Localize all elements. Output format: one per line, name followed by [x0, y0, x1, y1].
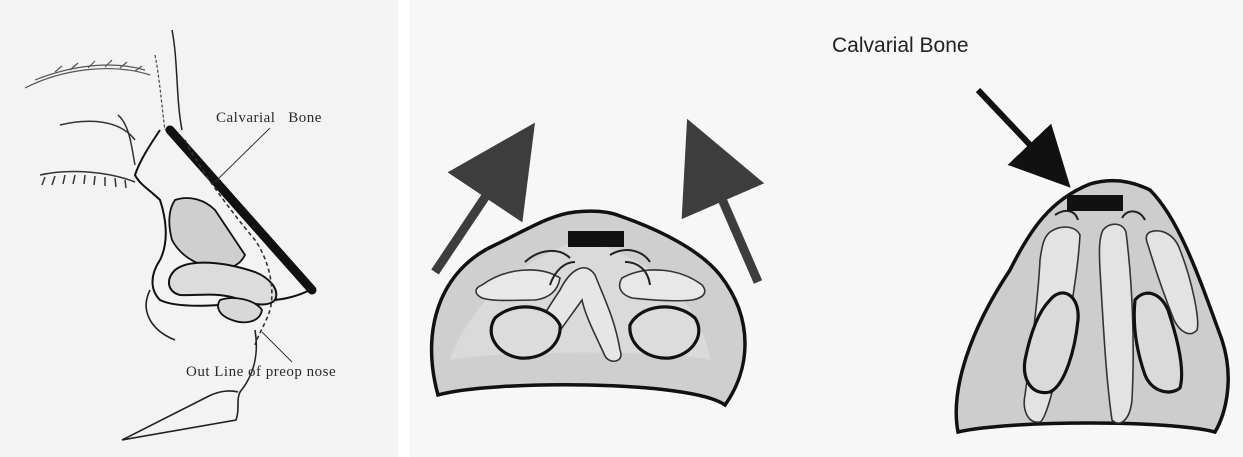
- preop-nose-base: [432, 211, 745, 405]
- postop-nose-base: [956, 181, 1228, 432]
- upper-lateral-cartilage: [169, 198, 245, 268]
- graft-pointer-arrow: [978, 90, 1050, 166]
- leader-line-bone: [215, 128, 270, 182]
- postop-calvarial-graft: [1067, 195, 1123, 211]
- basal-view-panel: Calvarial Bone: [410, 0, 1243, 457]
- lateral-view-panel: Calvarial Bone Out Line of preop nose: [0, 0, 398, 457]
- basal-view-illustration: Calvarial Bone: [410, 0, 1243, 457]
- forehead-profile: [172, 30, 182, 130]
- right-expansion-arrow: [705, 160, 758, 282]
- eye-sketch: [40, 115, 135, 188]
- preop-calvarial-graft: [568, 231, 624, 247]
- preop-left-nostril: [491, 307, 560, 358]
- alar-cartilage: [169, 263, 276, 305]
- preop-outline-label: Out Line of preop nose: [186, 364, 336, 380]
- calvarial-bone-label: Calvarial Bone: [216, 110, 322, 126]
- lateral-view-illustration: Calvarial Bone Out Line of preop nose: [0, 0, 398, 457]
- eyebrow-sketch: [25, 60, 150, 88]
- calvarial-bone-heading: Calvarial Bone: [832, 34, 969, 57]
- preop-right-nostril: [630, 307, 699, 358]
- leader-line-outline: [262, 332, 292, 362]
